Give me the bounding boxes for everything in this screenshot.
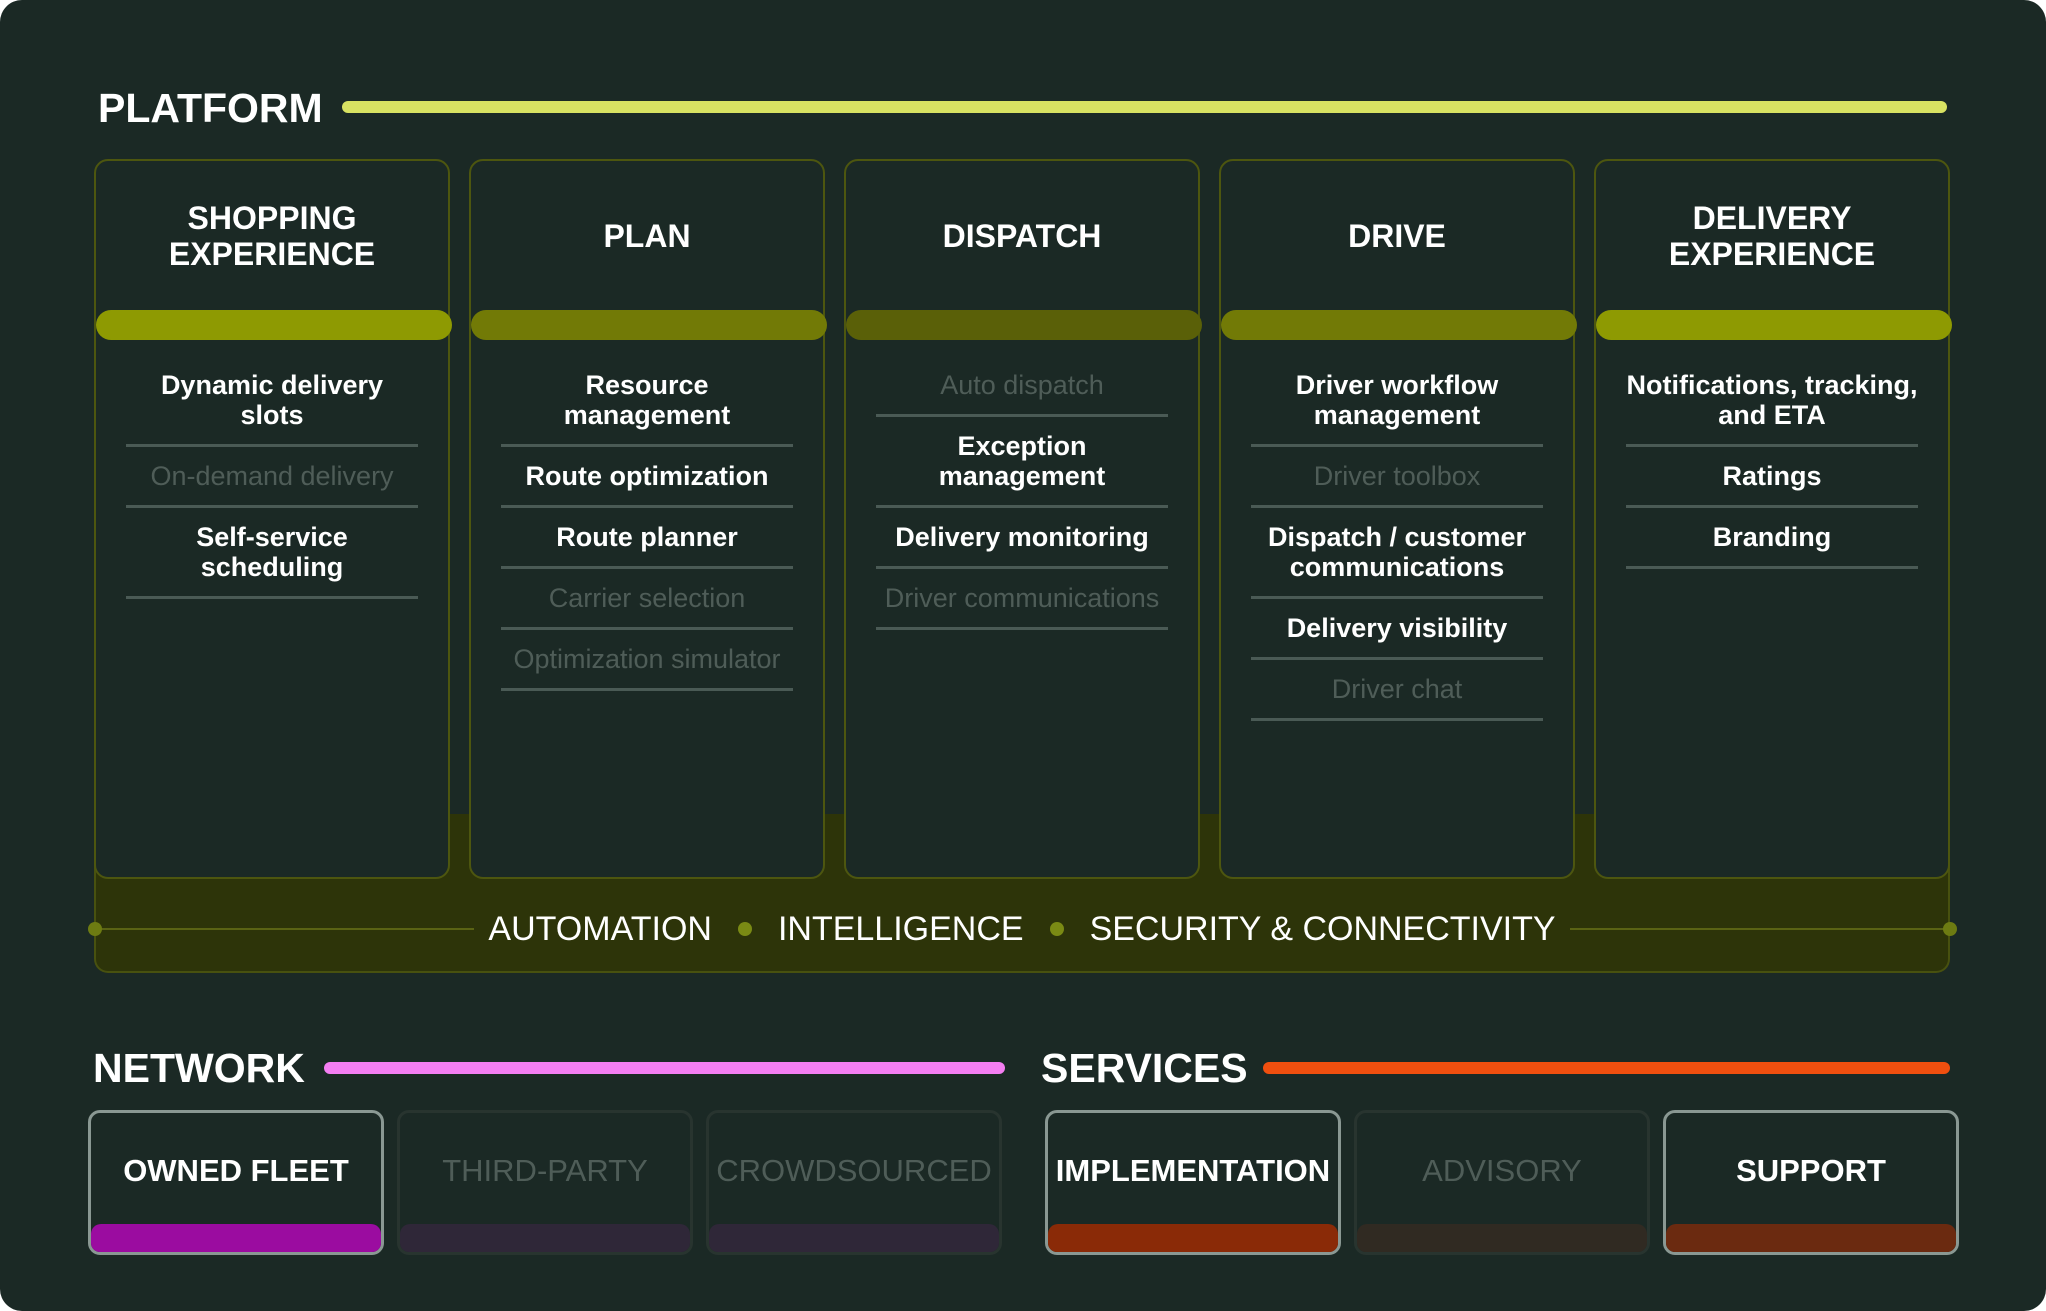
tile-label: THIRD-PARTY [442, 1153, 648, 1188]
tile-accent-bar [1666, 1224, 1956, 1252]
capability-item: Dynamic delivery slots [126, 356, 418, 447]
capability-item: Route planner [501, 508, 793, 569]
capability-item: Auto dispatch [876, 356, 1168, 417]
capability-item: Exception management [876, 417, 1168, 508]
tile-label: SUPPORT [1736, 1153, 1886, 1188]
column-accent-bar [846, 310, 1202, 340]
tile-label: CROWDSOURCED [716, 1153, 992, 1188]
tile-crowdsourced: CROWDSOURCED [706, 1110, 1002, 1255]
services-accent-line [1263, 1062, 1950, 1074]
column-title: DELIVERY EXPERIENCE [1668, 200, 1876, 272]
capability-item: Branding [1626, 508, 1918, 569]
capability-item: On-demand delivery [126, 447, 418, 508]
tile-label: OWNED FLEET [123, 1153, 349, 1188]
capability-item: Resource management [501, 356, 793, 447]
network-title: NETWORK [93, 1045, 305, 1091]
foundation-label-intelligence: INTELLIGENCE [777, 906, 1024, 952]
platform-accent-line [342, 101, 1947, 113]
tile-implementation: IMPLEMENTATION [1045, 1110, 1341, 1255]
capability-item: Notifications, tracking, and ETA [1626, 356, 1918, 447]
tile-accent-bar [91, 1224, 381, 1252]
column-accent-bar [1596, 310, 1952, 340]
capability-item: Route optimization [501, 447, 793, 508]
tile-owned-fleet: OWNED FLEET [88, 1110, 384, 1255]
tile-accent-bar [400, 1224, 690, 1252]
capability-item: Optimization simulator [501, 630, 793, 691]
tile-accent-bar [1357, 1224, 1647, 1252]
tile-label: IMPLEMENTATION [1055, 1153, 1331, 1188]
capability-item: Delivery monitoring [876, 508, 1168, 569]
column-delivery-experience: DELIVERY EXPERIENCE Notifications, tracki… [1594, 159, 1952, 879]
capability-item: Ratings [1626, 447, 1918, 508]
tile-advisory: ADVISORY [1354, 1110, 1650, 1255]
foundation-separator-dot [737, 922, 752, 936]
capability-item: Driver communications [876, 569, 1168, 630]
platform-title: PLATFORM [98, 85, 323, 131]
services-title: SERVICES [1041, 1045, 1248, 1091]
tile-accent-bar [709, 1224, 999, 1252]
column-title: PLAN [603, 218, 691, 254]
capability-item: Self-service scheduling [126, 508, 418, 599]
foundation-labels: AUTOMATION INTELLIGENCE SECURITY & CONNECT… [94, 906, 1950, 952]
tile-label: ADVISORY [1422, 1153, 1582, 1188]
foundation-label-automation: AUTOMATION [488, 906, 712, 952]
column-shopping-experience: SHOPPING EXPERIENCE Dynamic delivery slot… [94, 159, 452, 879]
foundation-label-security-connectivity: SECURITY & CONNECTIVITY [1089, 906, 1556, 952]
column-accent-bar [1221, 310, 1577, 340]
column-title: DRIVE [1348, 218, 1446, 254]
column-title: DISPATCH [942, 218, 1102, 254]
capability-item: Driver chat [1251, 660, 1543, 721]
foundation-dot-left [88, 922, 102, 936]
column-accent-bar [96, 310, 452, 340]
column-accent-bar [471, 310, 827, 340]
tile-accent-bar [1048, 1224, 1338, 1252]
capability-item: Driver toolbox [1251, 447, 1543, 508]
capability-item: Driver workflow management [1251, 356, 1543, 447]
capability-item: Delivery visibility [1251, 599, 1543, 660]
tile-third-party: THIRD-PARTY [397, 1110, 693, 1255]
foundation-dot-right [1943, 922, 1957, 936]
foundation-separator-dot [1049, 922, 1064, 936]
capability-item: Dispatch / customer communications [1251, 508, 1543, 599]
column-title: SHOPPING EXPERIENCE [168, 200, 376, 272]
capability-item: Carrier selection [501, 569, 793, 630]
network-accent-line [324, 1062, 1005, 1074]
tile-support: SUPPORT [1663, 1110, 1959, 1255]
